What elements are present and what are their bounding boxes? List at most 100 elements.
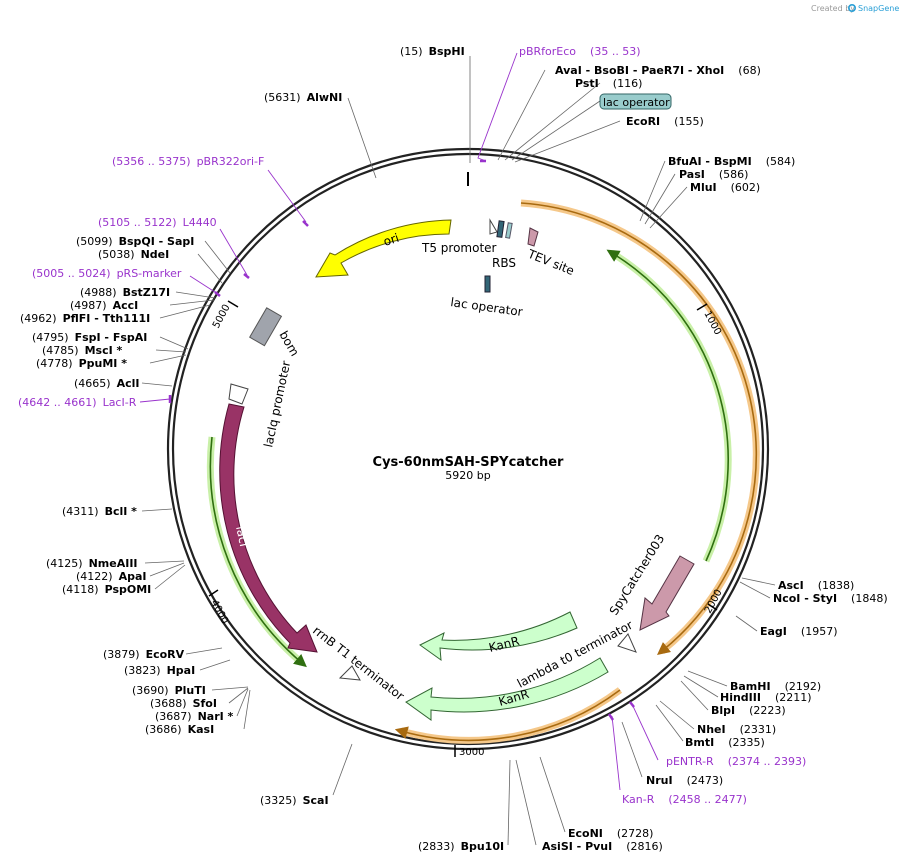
- site-s4778[interactable]: (4778)PpuMI *: [36, 357, 127, 370]
- site-s2192[interactable]: BamHI(2192): [730, 680, 821, 693]
- site-s3687[interactable]: (3687)NarI *: [155, 710, 234, 723]
- leader-lacop-box: [511, 100, 601, 161]
- leader-s2833: [507, 759, 511, 846]
- leader-s155: [514, 120, 621, 163]
- primer-l4440[interactable]: (5105 .. 5122)L4440: [98, 216, 217, 229]
- leader-s4122: [149, 562, 185, 577]
- primer-pbrforeco[interactable]: pBRforEco(35 .. 53): [519, 45, 641, 58]
- leader-s3687: [236, 688, 249, 717]
- primer-lacir[interactable]: (4642 .. 4661)LacI-R: [18, 396, 137, 409]
- laciq-promoter-arrow[interactable]: [228, 383, 249, 405]
- leader-s3325: [332, 743, 353, 796]
- bom-feature[interactable]: [249, 307, 283, 347]
- site-s3688[interactable]: (3688)SfoI: [150, 697, 217, 710]
- spycatcher-feature[interactable]: [639, 555, 695, 631]
- site-s1957[interactable]: EagI(1957): [760, 625, 837, 638]
- rbs-feature[interactable]: [496, 220, 505, 238]
- site-s2728[interactable]: EcoNI(2728): [568, 827, 653, 840]
- leader-s1957: [735, 615, 758, 632]
- site-s4122[interactable]: (4122)ApaI: [76, 570, 146, 583]
- orf-arcs: [206, 199, 760, 744]
- site-s15[interactable]: (15)BspHI: [400, 45, 465, 58]
- site-labels: (15)BspHI AvaI - BsoBI - PaeR7I - XhoI(6…: [20, 45, 888, 853]
- site-s2223[interactable]: BlpI(2223): [711, 704, 786, 717]
- site-s155[interactable]: EcoRI(155): [626, 115, 704, 128]
- backbone-outer-strand: [166, 147, 770, 751]
- site-s586[interactable]: PasI(586): [679, 168, 748, 181]
- lac-operator-feature-2[interactable]: [484, 275, 491, 293]
- primer-mark-l4440: [243, 273, 250, 279]
- leader-s2331: [659, 700, 695, 730]
- orf-green-1: [606, 249, 729, 562]
- t5-promoter-arrow[interactable]: [489, 218, 498, 235]
- site-s5038[interactable]: (5038)NdeI: [98, 248, 169, 261]
- site-s116[interactable]: PstI(116): [575, 77, 642, 90]
- tev-site-feature[interactable]: [527, 227, 539, 247]
- snapgene-credit: Created by SnapGene: [811, 4, 899, 13]
- site-s2335[interactable]: BmtI(2335): [685, 736, 765, 749]
- backbone-inner-strand: [171, 152, 765, 746]
- leader-s586: [644, 173, 676, 225]
- site-s602[interactable]: MluI(602): [690, 181, 760, 194]
- site-s4962[interactable]: (4962)PflFI - Tth111I: [20, 312, 150, 325]
- primer-labels: pBRforEco(35 .. 53) (5356 .. 5375)pBR322…: [18, 45, 806, 806]
- site-s3823[interactable]: (3823)HpaI: [124, 664, 195, 677]
- primer-leader-pbr322: [267, 169, 307, 223]
- tick-label-3000: 3000: [459, 747, 484, 758]
- primer-mark-pentr: [629, 701, 635, 708]
- leader-s584: [639, 160, 666, 222]
- leader-s4785: [155, 349, 187, 353]
- credit-text: Created by: [811, 4, 855, 13]
- site-s3686[interactable]: (3686)KasI: [145, 723, 214, 736]
- primer-mark-pbr322: [302, 220, 309, 227]
- site-s2833[interactable]: (2833)Bpu10I: [418, 840, 504, 853]
- site-s3325[interactable]: (3325)ScaI: [260, 794, 329, 807]
- site-s4118[interactable]: (4118)PspOMI: [62, 583, 151, 596]
- primer-leader-prs: [189, 275, 219, 295]
- primer-prs[interactable]: (5005 .. 5024)pRS-marker: [32, 267, 182, 280]
- leader-s2192: [687, 670, 728, 687]
- leader-s1848: [739, 581, 771, 599]
- site-s3879[interactable]: (3879)EcoRV: [103, 648, 185, 661]
- site-s68[interactable]: AvaI - BsoBI - PaeR7I - XhoI(68): [555, 64, 761, 77]
- leader-s4665: [141, 382, 173, 387]
- lac-operator-box[interactable]: lac operator: [599, 93, 672, 110]
- leader-s2728: [539, 756, 566, 833]
- lambda-terminator-arrow[interactable]: [617, 633, 637, 653]
- primer-pentr[interactable]: pENTR-R(2374 .. 2393): [666, 755, 806, 768]
- primer-pbr322[interactable]: (5356 .. 5375)pBR322ori-F: [112, 155, 264, 168]
- site-s5631[interactable]: (5631)AlwNI: [264, 91, 342, 104]
- site-s4795[interactable]: (4795)FspI - FspAI: [32, 331, 147, 344]
- primer-kanr[interactable]: Kan-R(2458 .. 2477): [622, 793, 747, 806]
- site-s4987[interactable]: (4987)AccI: [70, 299, 138, 312]
- leader-s4125: [144, 560, 185, 564]
- leader-s2473: [621, 721, 643, 778]
- rbs-label: RBS: [492, 256, 516, 270]
- lac-operator-feature[interactable]: [505, 222, 513, 239]
- rrnb-terminator-arrow[interactable]: [338, 665, 361, 681]
- site-s4988[interactable]: (4988)BstZ17I: [80, 286, 170, 299]
- site-s3690[interactable]: (3690)PluTI: [132, 684, 206, 697]
- site-s584[interactable]: BfuAI - BspMI(584): [668, 155, 795, 168]
- site-s2816[interactable]: AsiSI - PvuI(2816): [542, 840, 663, 853]
- site-s4125[interactable]: (4125)NmeAIII: [46, 557, 138, 570]
- site-s4311[interactable]: (4311)BclI *: [62, 505, 137, 518]
- kanr-feature-2[interactable]: [405, 657, 609, 721]
- laci-feature[interactable]: [219, 403, 318, 653]
- kanr-label-1: KanR: [487, 634, 520, 655]
- site-s2473[interactable]: NruI(2473): [646, 774, 723, 787]
- orf-orange-1: [520, 202, 758, 656]
- site-s4785[interactable]: (4785)MscI *: [42, 344, 123, 357]
- leader-s3690: [211, 686, 249, 691]
- site-s2211[interactable]: HindIII(2211): [720, 691, 812, 704]
- ori-feature[interactable]: [315, 219, 452, 278]
- kanr-feature-1[interactable]: [419, 611, 578, 662]
- site-s4665[interactable]: (4665)AclI: [74, 377, 139, 390]
- leader-s116: [504, 82, 601, 161]
- site-s1838[interactable]: AscI(1838): [778, 579, 854, 592]
- tick-1000: [696, 303, 708, 311]
- site-s1848[interactable]: NcoI - StyI(1848): [773, 592, 888, 605]
- plasmid-backbone: [166, 147, 770, 751]
- site-s5099[interactable]: (5099)BspQI - SapI: [76, 235, 194, 248]
- site-s2331[interactable]: NheI(2331): [697, 723, 776, 736]
